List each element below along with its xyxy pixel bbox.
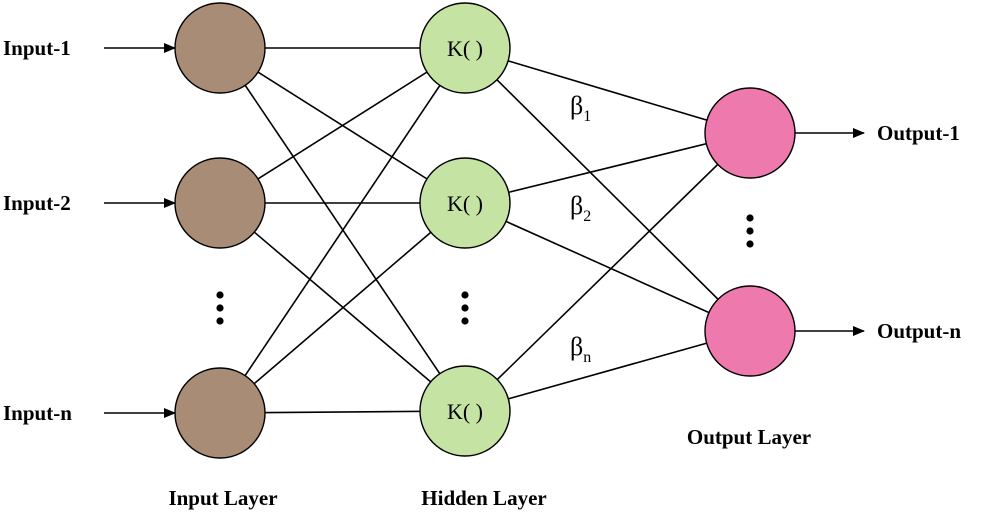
ellipsis-dot (746, 227, 754, 235)
input-labels: Input-1 Input-2 Input-n (3, 36, 72, 425)
hidden-node-label: K( ) (447, 399, 483, 424)
output-arrows (795, 128, 865, 336)
connection (219, 202, 466, 414)
output-layer-nodes (704, 87, 796, 377)
output-label-n: Output-n (877, 319, 961, 343)
connection (464, 47, 751, 134)
input-layer-label: Input Layer (168, 486, 277, 510)
input-node (174, 367, 266, 459)
connection (464, 132, 751, 204)
ellipsis-dot (216, 317, 224, 325)
ellipsis-dot (461, 317, 469, 325)
layer-labels: Input Layer Hidden Layer Output Layer (168, 425, 811, 510)
ellipsis-dot (746, 240, 754, 248)
ellipsis-dot (216, 291, 224, 299)
weight-label-beta-1: β1 (570, 91, 591, 125)
hidden-ellipsis (461, 291, 469, 325)
ellipsis-dot (216, 304, 224, 312)
input-layer-nodes (174, 2, 266, 459)
input-hidden-connections (219, 47, 466, 414)
connection (219, 47, 466, 414)
input-arrows (104, 43, 176, 418)
output-ellipsis (746, 214, 754, 248)
hidden-node-label: K( ) (447, 36, 483, 61)
ellipsis-dot (746, 214, 754, 222)
connection (464, 330, 751, 412)
output-layer-label: Output Layer (687, 425, 811, 449)
output-labels: Output-1 Output-n (877, 121, 961, 343)
input-label-1: Input-1 (3, 36, 71, 60)
input-node (174, 2, 266, 94)
ellipsis-dot (461, 304, 469, 312)
weight-labels: β1 β2 βn (570, 91, 591, 366)
weight-label-beta-n: βn (570, 332, 591, 366)
hidden-node (419, 2, 511, 94)
hidden-layer-nodes: K( ) K( ) K( ) (419, 2, 511, 457)
hidden-node (419, 365, 511, 457)
connection (464, 132, 751, 412)
hidden-node (419, 157, 511, 249)
connection (464, 202, 751, 332)
input-node (174, 157, 266, 249)
input-label-2: Input-2 (3, 191, 71, 215)
weight-label-beta-2: β2 (570, 191, 591, 225)
output-node (704, 285, 796, 377)
connection (219, 47, 466, 204)
connection (464, 47, 751, 332)
input-label-n: Input-n (3, 401, 72, 425)
hidden-layer-label: Hidden Layer (421, 486, 546, 510)
input-ellipsis (216, 291, 224, 325)
output-label-1: Output-1 (877, 121, 960, 145)
hidden-node-label: K( ) (447, 191, 483, 216)
output-node (704, 87, 796, 179)
ellipsis-dot (461, 291, 469, 299)
hidden-output-connections (464, 47, 751, 412)
